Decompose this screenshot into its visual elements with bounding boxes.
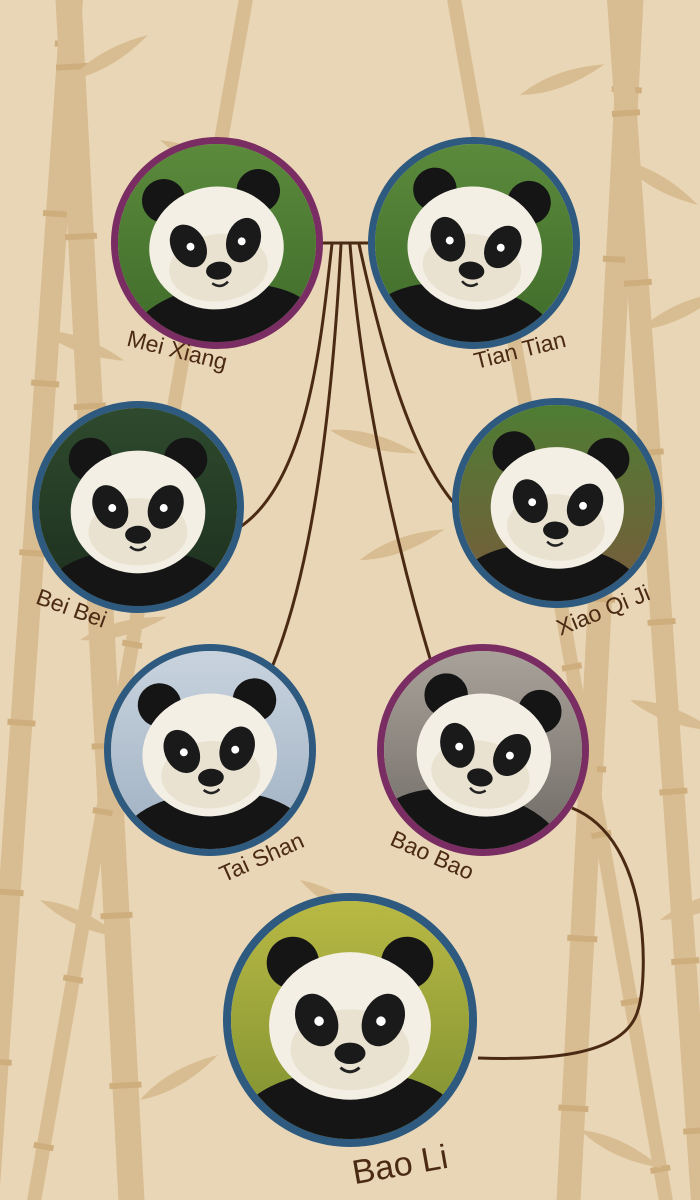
panda-photo-tian-tian[interactable]: [368, 137, 580, 349]
bamboo-leaf: [360, 529, 445, 560]
panda-photo-xiao-qi-ji[interactable]: [452, 398, 662, 608]
bamboo-leaf: [40, 330, 125, 361]
panda-photo-bao-li[interactable]: [223, 893, 477, 1147]
bamboo-leaf: [80, 616, 167, 641]
bamboo-leaf: [40, 900, 122, 939]
connector-bao-bao-to-bao-li: [477, 806, 645, 1060]
connector-to-bei-bei: [239, 243, 334, 529]
panda-face-icon: [375, 144, 573, 342]
panda-face-icon: [231, 901, 469, 1139]
panda-photo-mei-xiang[interactable]: [111, 137, 323, 349]
bamboo-leaf: [660, 889, 700, 920]
bamboo-leaf: [140, 1055, 218, 1100]
panda-face-icon: [118, 144, 316, 342]
bamboo-leaf: [630, 700, 700, 731]
panda-face-icon: [39, 408, 237, 606]
connector-to-bao-bao: [348, 243, 434, 666]
bamboo-leaf: [580, 1130, 662, 1169]
panda-photo-tai-shan[interactable]: [104, 644, 316, 856]
bamboo-leaf: [330, 429, 417, 454]
panda-face-icon: [384, 651, 582, 849]
panda-photo-bao-bao[interactable]: [377, 644, 589, 856]
bamboo-leaf: [520, 64, 605, 96]
connector-to-tai-shan: [268, 243, 343, 673]
bamboo-leaf: [70, 35, 148, 80]
connector-to-xiao-qi-ji: [357, 243, 464, 514]
panda-face-icon: [111, 651, 309, 849]
bamboo-leaf: [620, 160, 698, 205]
bamboo-stalk: [602, 0, 700, 1200]
panda-face-icon: [459, 405, 655, 601]
panda-photo-bei-bei[interactable]: [32, 401, 244, 613]
bamboo-leaf: [640, 291, 700, 330]
